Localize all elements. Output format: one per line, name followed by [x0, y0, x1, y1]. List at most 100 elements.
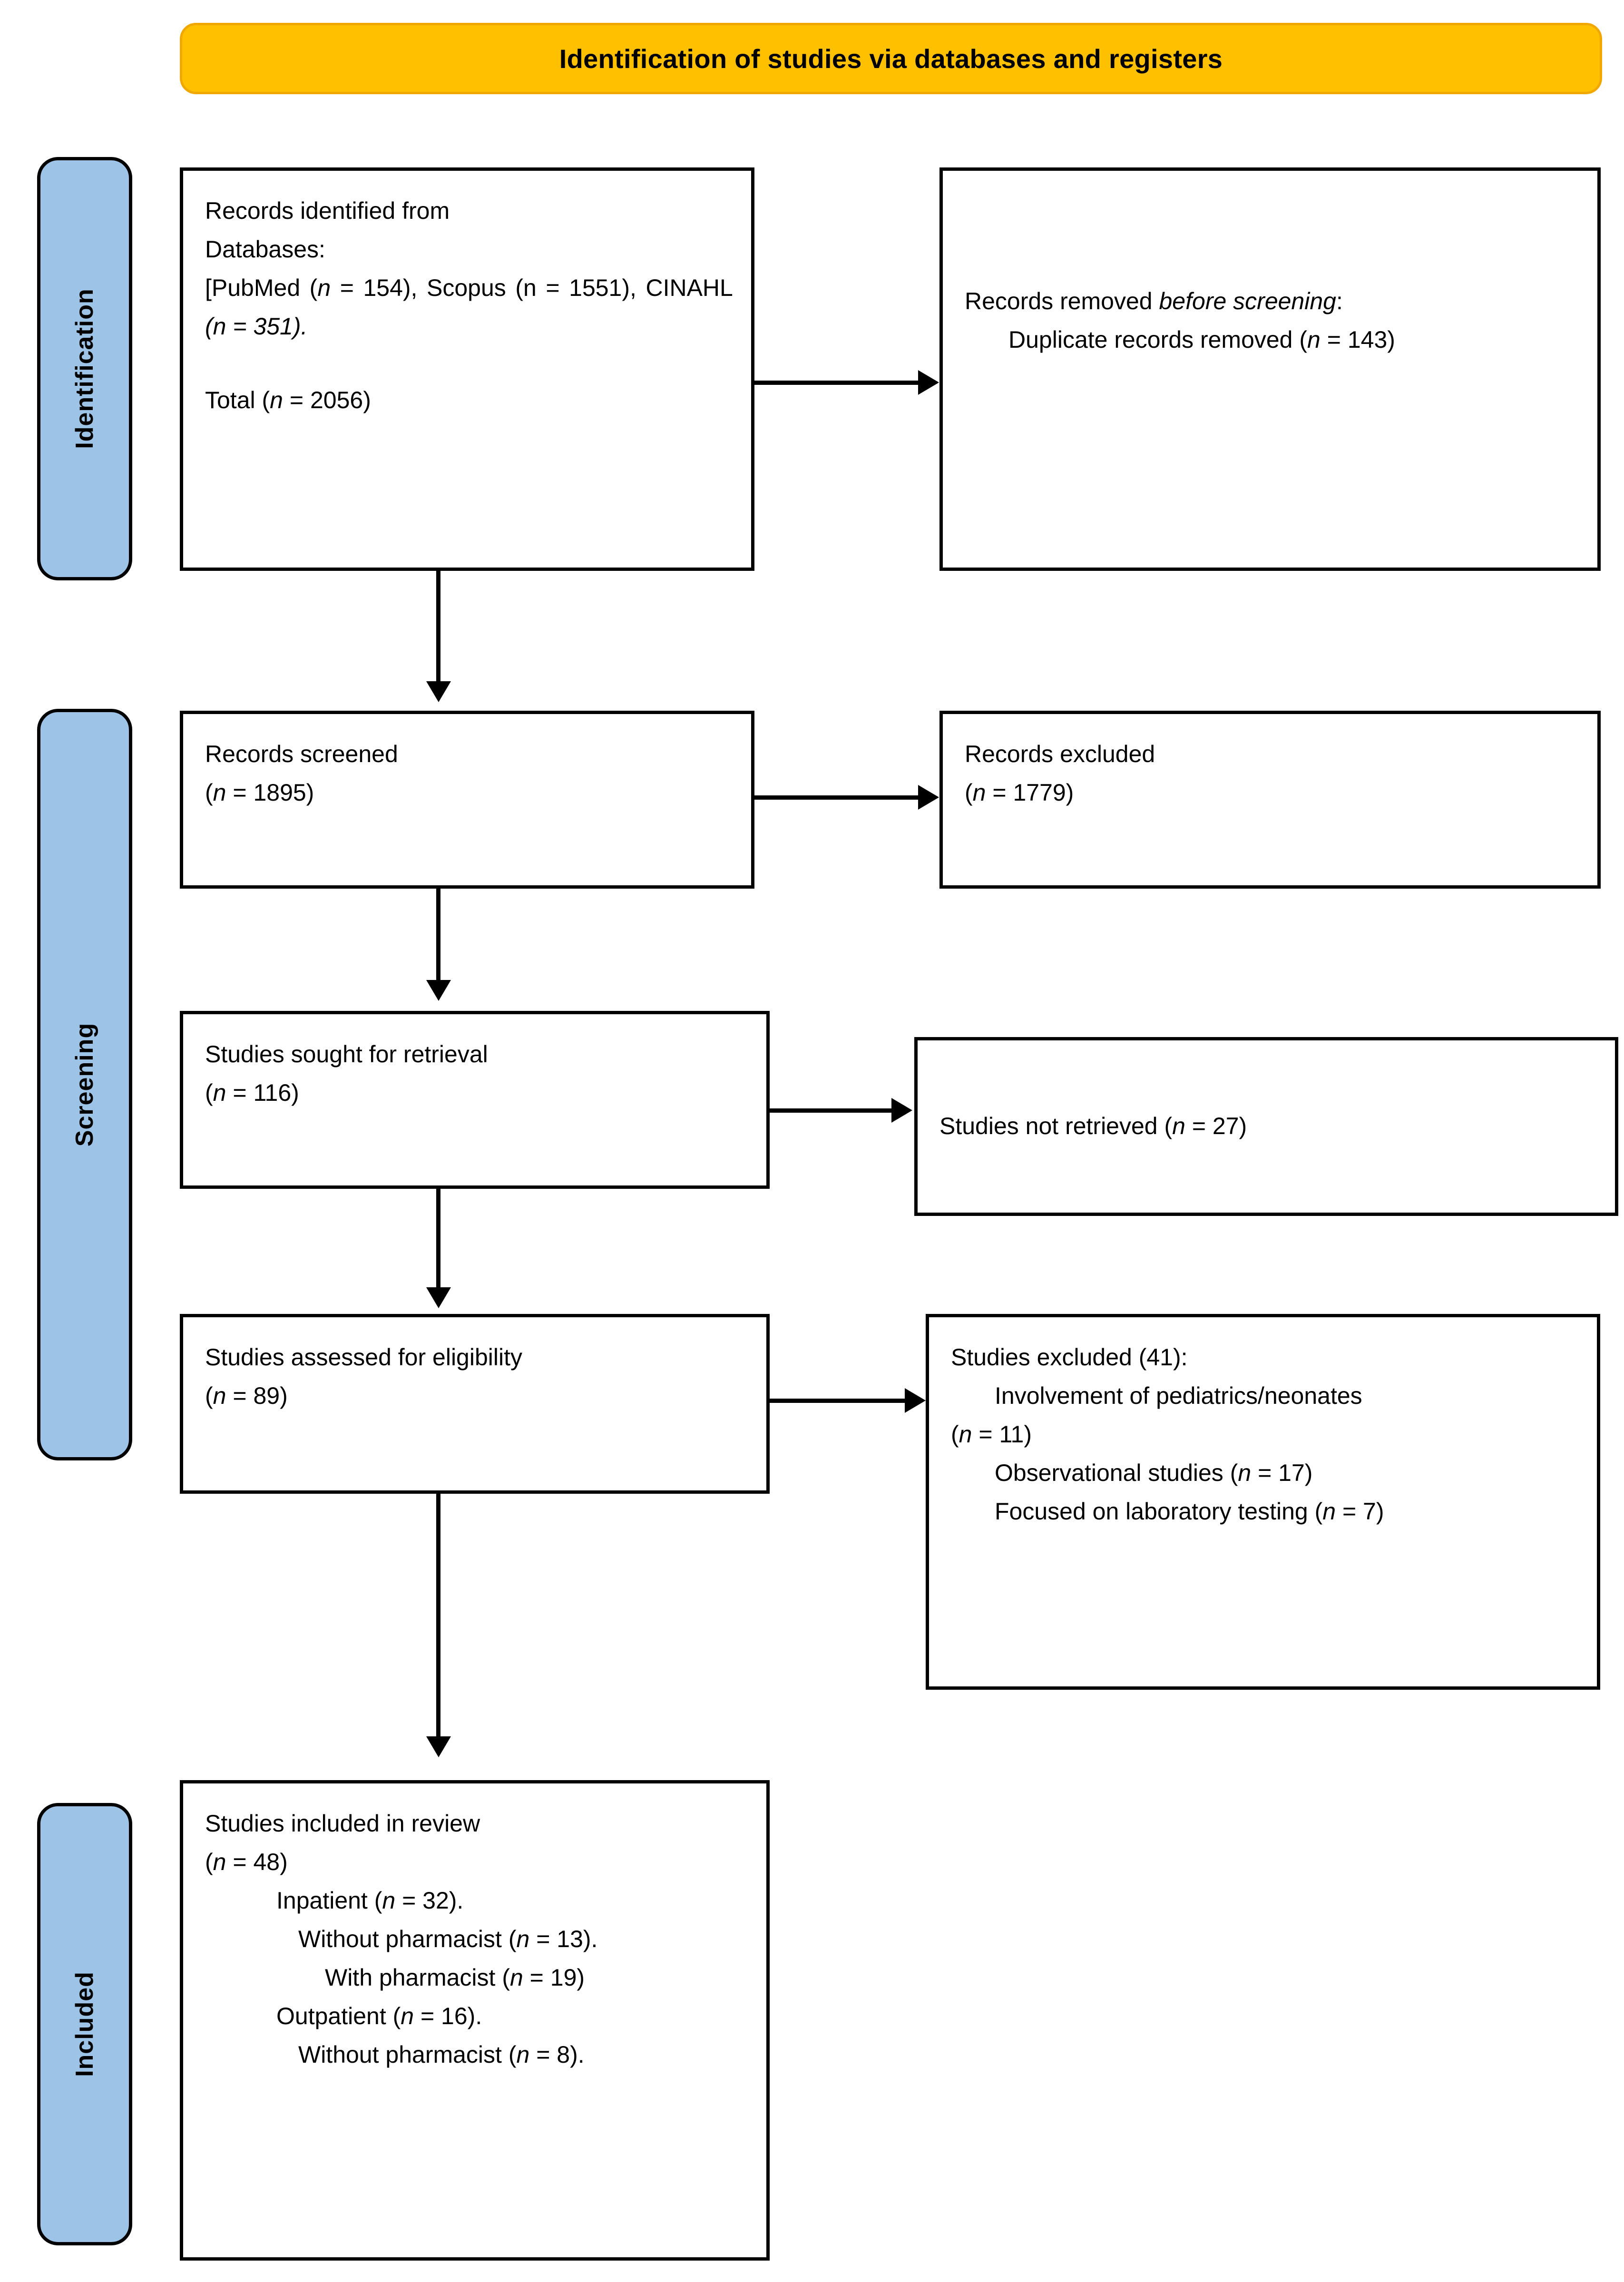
sought-count-b: = 116): [226, 1079, 299, 1106]
total-italic-n: n: [270, 387, 283, 413]
studies-included-inpatient-with-pharmacist: With pharmacist (n = 19): [205, 1959, 747, 1997]
connector-assessed-to-excluded: [770, 1399, 908, 1403]
not-retrieved-n: n: [1172, 1113, 1185, 1139]
studies-excluded-reason-3: Focused on laboratory testing (n = 7): [951, 1492, 1578, 1531]
connector-assessed-to-included: [436, 1494, 440, 1741]
box-records-identified: Records identified from Databases: [PubM…: [180, 167, 754, 571]
r3-b: = 7): [1336, 1498, 1384, 1525]
records-screened-count: (n = 1895): [205, 774, 732, 812]
arrowhead-sought-to-not-retrieved: [891, 1098, 912, 1123]
outpatient-a: Outpatient (: [276, 2003, 401, 2029]
sought-count-n: n: [213, 1079, 226, 1106]
in-without-b: = 13).: [529, 1926, 598, 1952]
connector-identified-to-removed: [754, 381, 921, 385]
box-records-removed: Records removed before screening: Duplic…: [939, 167, 1601, 571]
studies-included-count: (n = 48): [205, 1843, 747, 1881]
arrowhead-sought-to-assessed: [426, 1287, 451, 1308]
inpatient-a: Inpatient (: [276, 1887, 382, 1914]
records-excluded-count: (n = 1779): [965, 774, 1578, 812]
studies-assessed-line1: Studies assessed for eligibility: [205, 1344, 522, 1371]
connector-identified-to-screened: [436, 571, 440, 685]
sought-count-a: (: [205, 1079, 213, 1106]
records-removed-duplicates: Duplicate records removed (n = 143): [965, 321, 1578, 359]
outpatient-b: = 16).: [414, 2003, 482, 2029]
excluded-count-n: n: [972, 779, 986, 806]
r1-count-b: = 11): [972, 1421, 1032, 1448]
stage-label-screening-text: Screening: [71, 1022, 99, 1147]
db-text-b: = 154), Scopus (n = 1551), CINAHL: [331, 274, 739, 301]
studies-not-retrieved-line: Studies not retrieved (n = 27): [939, 1107, 1596, 1146]
screened-count-n: n: [213, 779, 226, 806]
stage-label-included-text: Included: [71, 1971, 99, 2077]
total-text-a: Total (: [205, 387, 270, 413]
excluded-count-a: (: [965, 779, 973, 806]
db-italic-n1: n: [317, 274, 331, 301]
connector-screened-to-excluded: [754, 795, 921, 800]
arrowhead-screened-to-excluded: [918, 785, 939, 810]
r1-count-a: (: [951, 1421, 959, 1448]
in-without-a: Without pharmacist (: [298, 1926, 517, 1952]
out-without-n: n: [516, 2041, 530, 2068]
out-without-b: = 8).: [529, 2041, 585, 2068]
r2-n: n: [1238, 1459, 1252, 1486]
box-records-screened: Records screened (n = 1895): [180, 711, 754, 889]
included-count-n: n: [213, 1849, 226, 1875]
studies-included-outpatient: Outpatient (n = 16).: [205, 1997, 747, 2036]
assessed-count-n: n: [213, 1382, 226, 1409]
arrowhead-assessed-to-included: [426, 1736, 451, 1757]
not-retrieved-a: Studies not retrieved (: [939, 1113, 1173, 1139]
assessed-count-b: = 89): [226, 1382, 288, 1409]
diagram-header-banner: Identification of studies via databases …: [180, 23, 1602, 94]
connector-sought-to-not-retrieved: [770, 1108, 894, 1113]
removed-heading-italic: before screening: [1159, 288, 1336, 314]
studies-sought-line1: Studies sought for retrieval: [205, 1041, 488, 1068]
connector-sought-to-assessed: [436, 1189, 440, 1292]
box-records-excluded: Records excluded (n = 1779): [939, 711, 1601, 889]
db-text-a: [PubMed (: [205, 274, 318, 301]
arrowhead-assessed-to-excluded: [905, 1388, 926, 1413]
excluded-count-b: = 1779): [986, 779, 1074, 806]
out-without-a: Without pharmacist (: [298, 2041, 517, 2068]
records-removed-heading: Records removed before screening:: [965, 282, 1578, 321]
included-count-a: (: [205, 1849, 213, 1875]
r3-n: n: [1322, 1498, 1336, 1525]
studies-included-inpatient: Inpatient (n = 32).: [205, 1881, 747, 1920]
arrowhead-screened-to-sought: [426, 980, 451, 1001]
studies-excluded-reason-1-count: (n = 11): [951, 1415, 1578, 1454]
banner-title: Identification of studies via databases …: [559, 43, 1223, 74]
arrowhead-identified-to-removed: [918, 370, 939, 395]
box-studies-assessed: Studies assessed for eligibility (n = 89…: [180, 1314, 770, 1494]
studies-assessed-count: (n = 89): [205, 1377, 747, 1415]
stage-label-identification-text: Identification: [71, 288, 98, 449]
studies-included-inpatient-without-pharmacist: Without pharmacist (n = 13).: [205, 1920, 747, 1959]
box-studies-sought: Studies sought for retrieval (n = 116): [180, 1011, 770, 1189]
db-italic-n2: (n = 351).: [205, 313, 308, 340]
inpatient-n: n: [382, 1887, 396, 1914]
arrowhead-identified-to-screened: [426, 681, 451, 702]
box-studies-not-retrieved: Studies not retrieved (n = 27): [914, 1037, 1618, 1216]
dup-text-a: Duplicate records removed (: [1008, 326, 1308, 353]
screened-count-a: (: [205, 779, 213, 806]
total-text-b: = 2056): [283, 387, 371, 413]
stage-label-screening: Screening: [37, 709, 132, 1460]
records-identified-total: Total (n = 2056): [205, 381, 732, 420]
outpatient-n: n: [401, 2003, 414, 2029]
removed-heading-b: :: [1336, 288, 1343, 314]
r3-a: Focused on laboratory testing (: [995, 1498, 1323, 1525]
records-identified-databases: [PubMed (n = 154), Scopus (n = 1551), CI…: [205, 269, 732, 346]
inpatient-b: = 32).: [395, 1887, 464, 1914]
stage-label-included: Included: [37, 1803, 132, 2245]
assessed-count-a: (: [205, 1382, 213, 1409]
studies-excluded-reason-2: Observational studies (n = 17): [951, 1454, 1578, 1492]
studies-included-outpatient-without-pharmacist: Without pharmacist (n = 8).: [205, 2036, 747, 2074]
records-identified-line1: Records identified from: [205, 197, 450, 224]
not-retrieved-b: = 27): [1185, 1113, 1247, 1139]
stage-label-identification: Identification: [37, 157, 132, 580]
connector-screened-to-sought: [436, 889, 440, 984]
in-with-a: With pharmacist (: [325, 1964, 510, 1991]
studies-included-line1: Studies included in review: [205, 1810, 480, 1837]
dup-italic-n: n: [1307, 326, 1321, 353]
studies-sought-count: (n = 116): [205, 1074, 747, 1112]
r2-a: Observational studies (: [995, 1459, 1238, 1486]
dup-text-b: = 143): [1320, 326, 1395, 353]
